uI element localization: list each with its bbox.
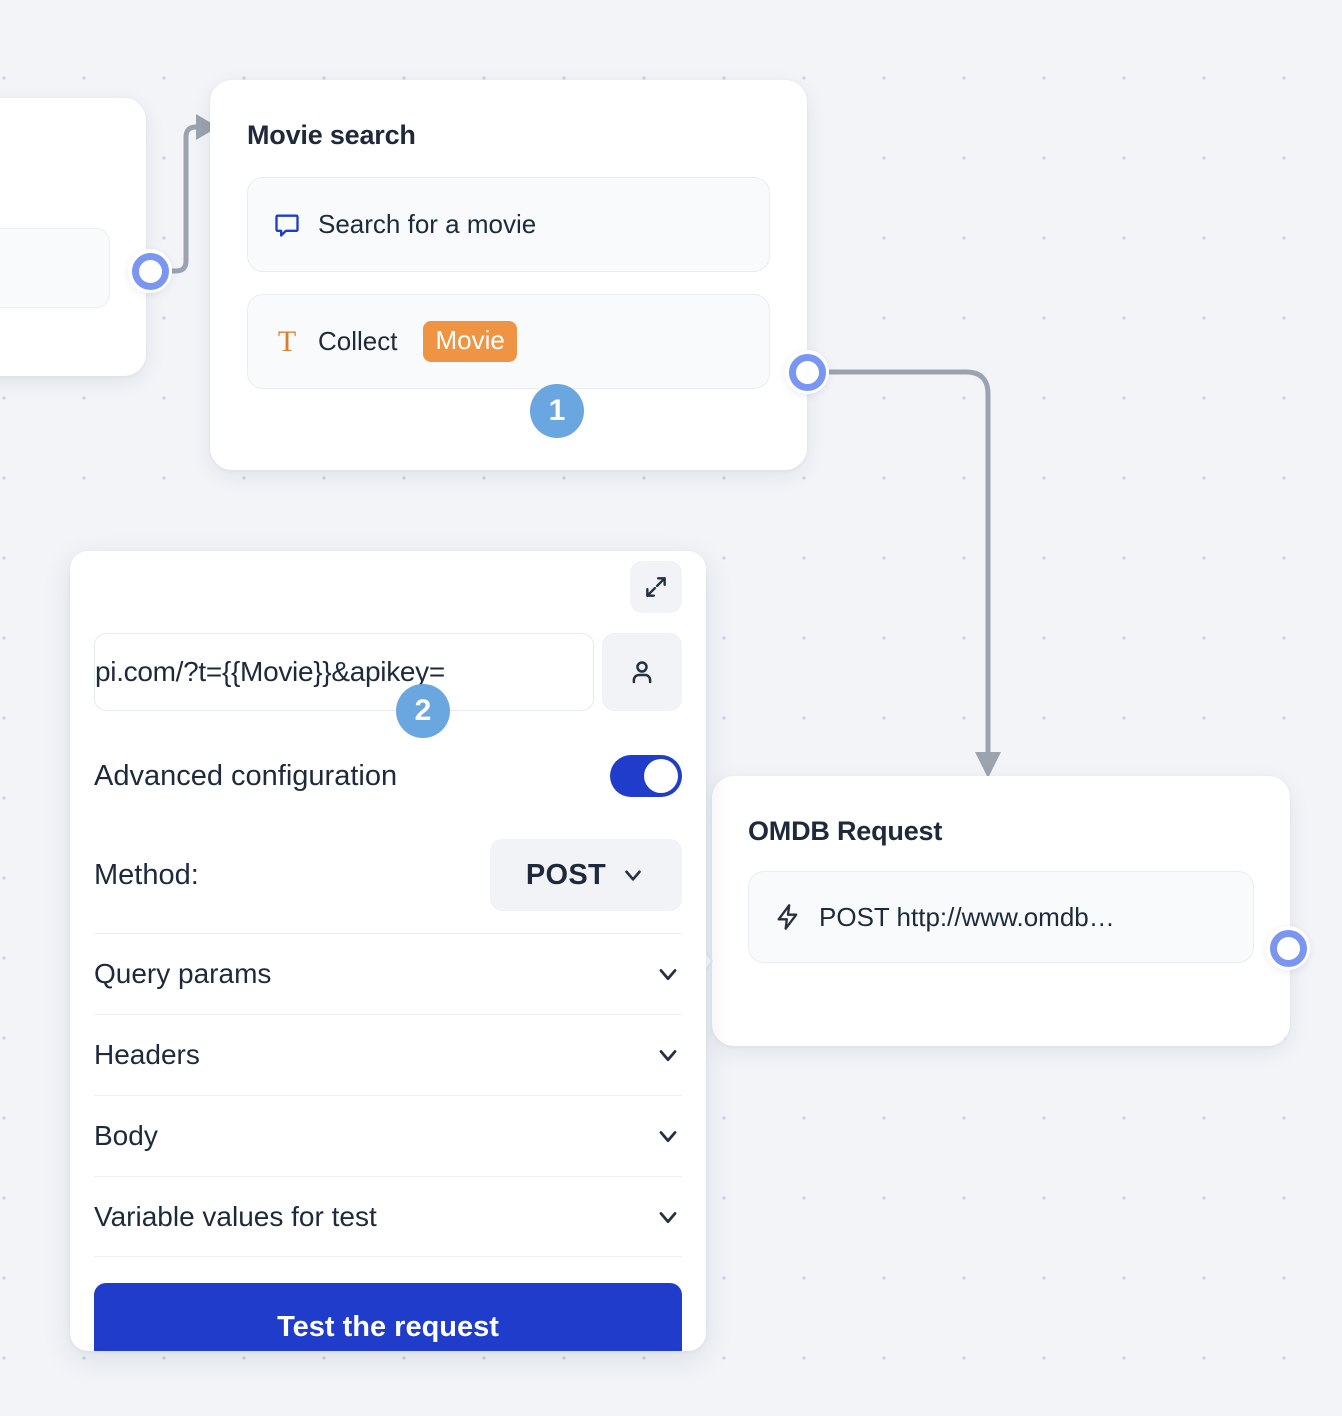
request-url-value: pi.com/?t={{Movie}}&apikey= bbox=[95, 656, 445, 687]
section-query-params[interactable]: Query params bbox=[94, 933, 682, 1014]
section-variable-values-for-test[interactable]: Variable values for test bbox=[94, 1176, 682, 1257]
connector-port-omdb-output[interactable] bbox=[1266, 926, 1310, 970]
section-label: Body bbox=[94, 1120, 158, 1151]
test-the-request-button[interactable]: Test the request bbox=[94, 1283, 682, 1351]
connector-port-movie-search-output[interactable] bbox=[785, 350, 829, 394]
method-selected-value: POST bbox=[525, 858, 607, 891]
node-movie-search[interactable]: Movie search Search for a movie T Collec… bbox=[210, 80, 807, 470]
node-row-label: POST http://www.omdb… bbox=[819, 901, 1115, 932]
expand-panel-button[interactable] bbox=[630, 561, 682, 613]
node-omdb-request-title: OMDB Request bbox=[748, 816, 943, 846]
step-badge-2: 2 bbox=[396, 684, 450, 738]
node-previous-row[interactable] bbox=[0, 228, 110, 308]
chevron-down-icon bbox=[654, 1203, 682, 1231]
expand-diagonal-icon bbox=[643, 574, 669, 600]
node-movie-search-title: Movie search bbox=[247, 120, 416, 150]
request-url-row[interactable]: pi.com/?t={{Movie}}&apikey= bbox=[94, 551, 682, 711]
section-body[interactable]: Body bbox=[94, 1095, 682, 1176]
request-url-input[interactable]: pi.com/?t={{Movie}}&apikey= bbox=[94, 633, 594, 711]
node-row-collect-movie[interactable]: T Collect Movie bbox=[247, 294, 770, 389]
section-label: Variable values for test bbox=[94, 1200, 377, 1232]
node-row-label: Collect bbox=[318, 326, 398, 356]
section-label: Headers bbox=[94, 1039, 200, 1070]
node-row-search-for-a-movie[interactable]: Search for a movie bbox=[247, 177, 770, 272]
chat-bubble-icon bbox=[272, 211, 302, 239]
connector-port-previous-output[interactable] bbox=[128, 249, 172, 293]
request-config-panel[interactable]: pi.com/?t={{Movie}}&apikey= Advanced con… bbox=[70, 551, 706, 1351]
text-variable-icon: T bbox=[277, 324, 297, 358]
node-previous[interactable] bbox=[0, 98, 146, 376]
variable-chip-movie[interactable]: Movie bbox=[423, 321, 517, 362]
chevron-down-icon bbox=[654, 1122, 682, 1150]
node-row-label: Search for a movie bbox=[318, 209, 537, 239]
advanced-configuration-toggle[interactable] bbox=[610, 755, 682, 797]
step-badge-1: 1 bbox=[530, 384, 584, 438]
node-row-post-omdb[interactable]: POST http://www.omdb… bbox=[748, 871, 1254, 963]
section-headers[interactable]: Headers bbox=[94, 1014, 682, 1095]
advanced-configuration-row[interactable]: Advanced configuration bbox=[94, 755, 682, 797]
lightning-bolt-icon bbox=[773, 903, 803, 931]
request-auth-user-button[interactable] bbox=[602, 633, 682, 711]
chevron-down-icon bbox=[620, 862, 646, 888]
advanced-configuration-label: Advanced configuration bbox=[94, 759, 398, 792]
node-omdb-request[interactable]: OMDB Request POST http://www.omdb… bbox=[696, 776, 1290, 1046]
section-label: Query params bbox=[94, 958, 272, 989]
user-icon bbox=[627, 657, 657, 687]
method-row: Method: POST bbox=[94, 839, 682, 933]
method-label: Method: bbox=[94, 858, 199, 891]
chevron-down-icon bbox=[654, 1041, 682, 1069]
method-select[interactable]: POST bbox=[490, 839, 682, 911]
chevron-down-icon bbox=[654, 960, 682, 988]
